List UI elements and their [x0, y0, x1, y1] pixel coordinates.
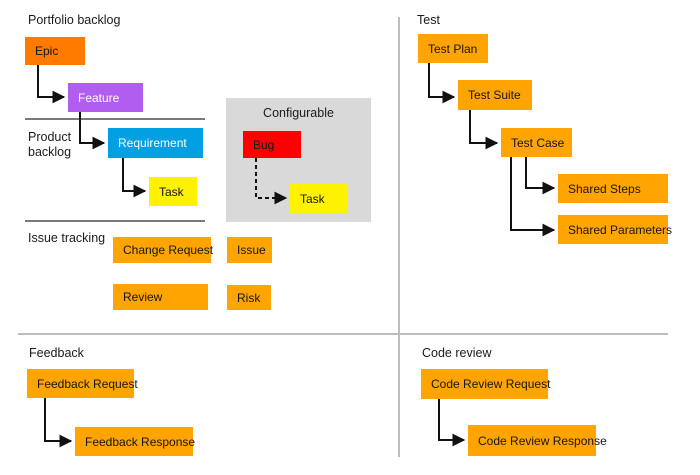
node-shared-parameters: Shared Parameters [558, 215, 672, 244]
connector-testsuite-testcase [469, 110, 499, 150]
node-task-configurable: Task [290, 184, 348, 213]
node-task-product-backlog: Task [149, 177, 197, 206]
node-code-review-response: Code Review Response [468, 425, 607, 456]
heading-code-review: Code review [422, 346, 492, 360]
divider-product-issue-tracking [25, 220, 205, 222]
node-review: Review [113, 284, 208, 310]
node-test-suite: Test Suite [458, 80, 532, 110]
heading-portfolio-backlog: Portfolio backlog [28, 13, 121, 27]
connector-requirement-task [122, 158, 147, 198]
node-change-request: Change Request [113, 237, 213, 263]
connector-epic-feature [37, 65, 66, 104]
connector-testcase-sharedsteps [525, 157, 556, 195]
divider-portfolio-product [25, 118, 205, 120]
node-issue: Issue [227, 237, 272, 263]
node-risk: Risk [227, 285, 271, 310]
node-code-review-request: Code Review Request [421, 369, 550, 399]
node-feedback-response: Feedback Response [75, 427, 195, 456]
divider-horizontal-bottom [18, 333, 668, 335]
node-feature: Feature [68, 83, 143, 112]
heading-configurable: Configurable [263, 106, 334, 120]
connector-codereviewrequest-codereviewresponse [438, 399, 466, 447]
node-test-plan: Test Plan [418, 34, 488, 63]
heading-issue-tracking: Issue tracking [28, 231, 106, 245]
connector-testplan-testsuite [428, 63, 456, 104]
heading-test: Test [417, 13, 440, 27]
node-epic: Epic [25, 37, 85, 65]
heading-feedback: Feedback [29, 346, 84, 360]
node-feedback-request: Feedback Request [27, 369, 138, 398]
node-requirement: Requirement [108, 128, 203, 158]
divider-vertical-center [398, 17, 400, 457]
node-shared-steps: Shared Steps [558, 174, 668, 203]
heading-product-backlog: Product backlog [28, 130, 72, 160]
node-bug: Bug [243, 131, 301, 158]
connector-feedbackrequest-feedbackresponse [44, 398, 73, 448]
connector-testcase-sharedparameters [510, 157, 556, 237]
node-test-case: Test Case [501, 128, 572, 157]
